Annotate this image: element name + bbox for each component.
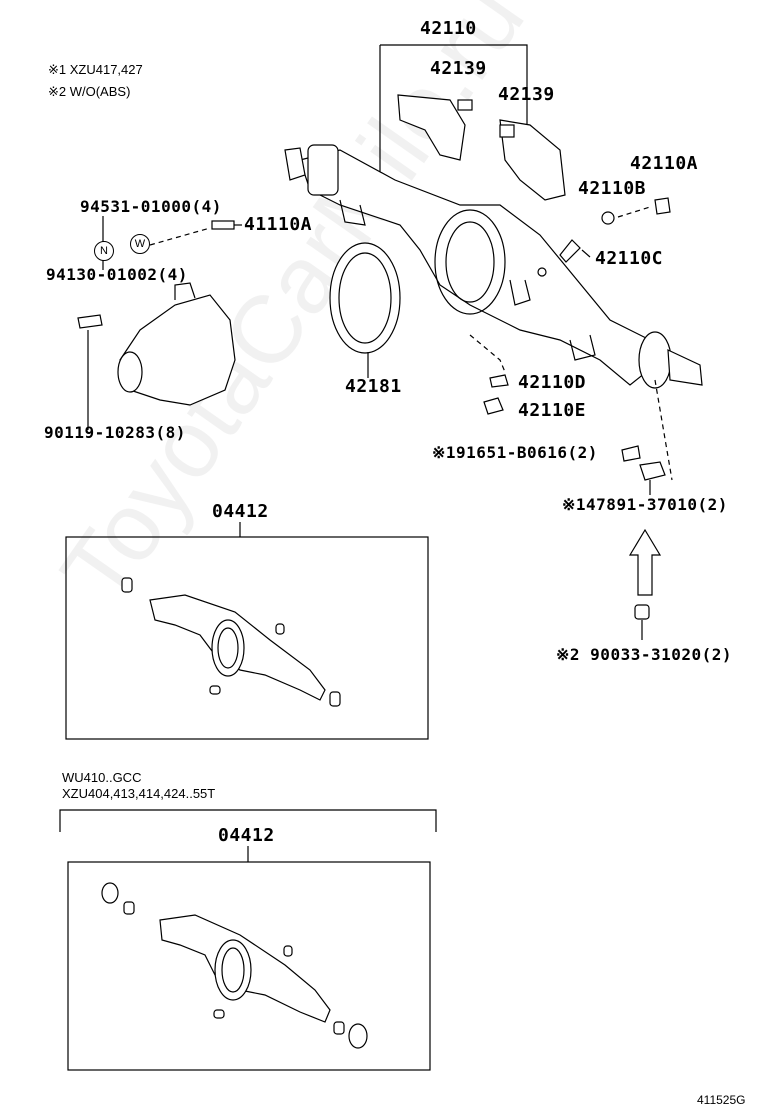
bolt-91651 <box>621 445 641 462</box>
washer-symbol: W <box>130 234 150 254</box>
spring-seat-left <box>339 199 366 226</box>
variant-line-1: WU410..GCC <box>62 770 142 785</box>
label-42181: 42181 <box>345 376 402 397</box>
left-spindle <box>284 147 306 181</box>
bracket-42139-left <box>397 94 466 161</box>
bolt-90119 <box>77 314 103 329</box>
kit-box-2 <box>67 861 431 1071</box>
label-42110C: 42110C <box>595 248 664 269</box>
label-42110E: 42110E <box>518 400 587 421</box>
bracket-42139-right <box>499 119 566 201</box>
sensor-47891 <box>639 461 666 481</box>
plug-42110D <box>489 374 509 388</box>
figure-code: 411525G <box>697 1093 746 1107</box>
note-2: ※2 W/O(ABS) <box>48 84 131 99</box>
label-kit-04412-2: 04412 <box>218 825 275 846</box>
nut-symbol: N <box>94 241 114 261</box>
right-flange <box>638 331 672 389</box>
label-42110: 42110 <box>420 18 477 39</box>
washer-42110B <box>601 211 615 225</box>
label-kit-04412-1: 04412 <box>212 501 269 522</box>
label-42110A: 42110A <box>630 153 699 174</box>
note-1: ※1 XZU417,427 <box>48 62 143 77</box>
label-94130: 94130-01002(4) <box>46 265 188 284</box>
label-42110D: 42110D <box>518 372 587 393</box>
right-spindle <box>667 349 703 386</box>
plug-42110E <box>483 397 504 415</box>
cap-90033 <box>634 604 650 620</box>
axle-housing <box>299 149 656 386</box>
spring-seat-right <box>569 334 596 361</box>
label-42110B: 42110B <box>578 178 647 199</box>
breather-42110C <box>559 239 581 263</box>
label-47891: ※147891-37010(2) <box>562 495 728 514</box>
variant-line-2: XZU404,413,414,424..55T <box>62 786 216 801</box>
label-42139-left: 42139 <box>430 58 487 79</box>
housing-center-ring <box>434 209 506 315</box>
label-41110A: 41110A <box>244 214 313 235</box>
label-42139-right: 42139 <box>498 84 555 105</box>
bolt-42110A <box>654 197 671 215</box>
arrow-up <box>628 528 662 596</box>
label-90033: ※2 90033-31020(2) <box>556 645 733 664</box>
bracket-42110 <box>379 44 528 190</box>
variant-bracket <box>59 809 437 832</box>
stud-41110A <box>211 220 235 230</box>
label-91651: ※191651-B0616(2) <box>432 443 598 462</box>
gasket-42181 <box>329 242 401 354</box>
left-flange <box>307 144 339 196</box>
kit-box-1 <box>65 536 429 740</box>
label-94531: 94531-01000(4) <box>80 197 222 216</box>
label-90119: 90119-10283(8) <box>44 423 186 442</box>
